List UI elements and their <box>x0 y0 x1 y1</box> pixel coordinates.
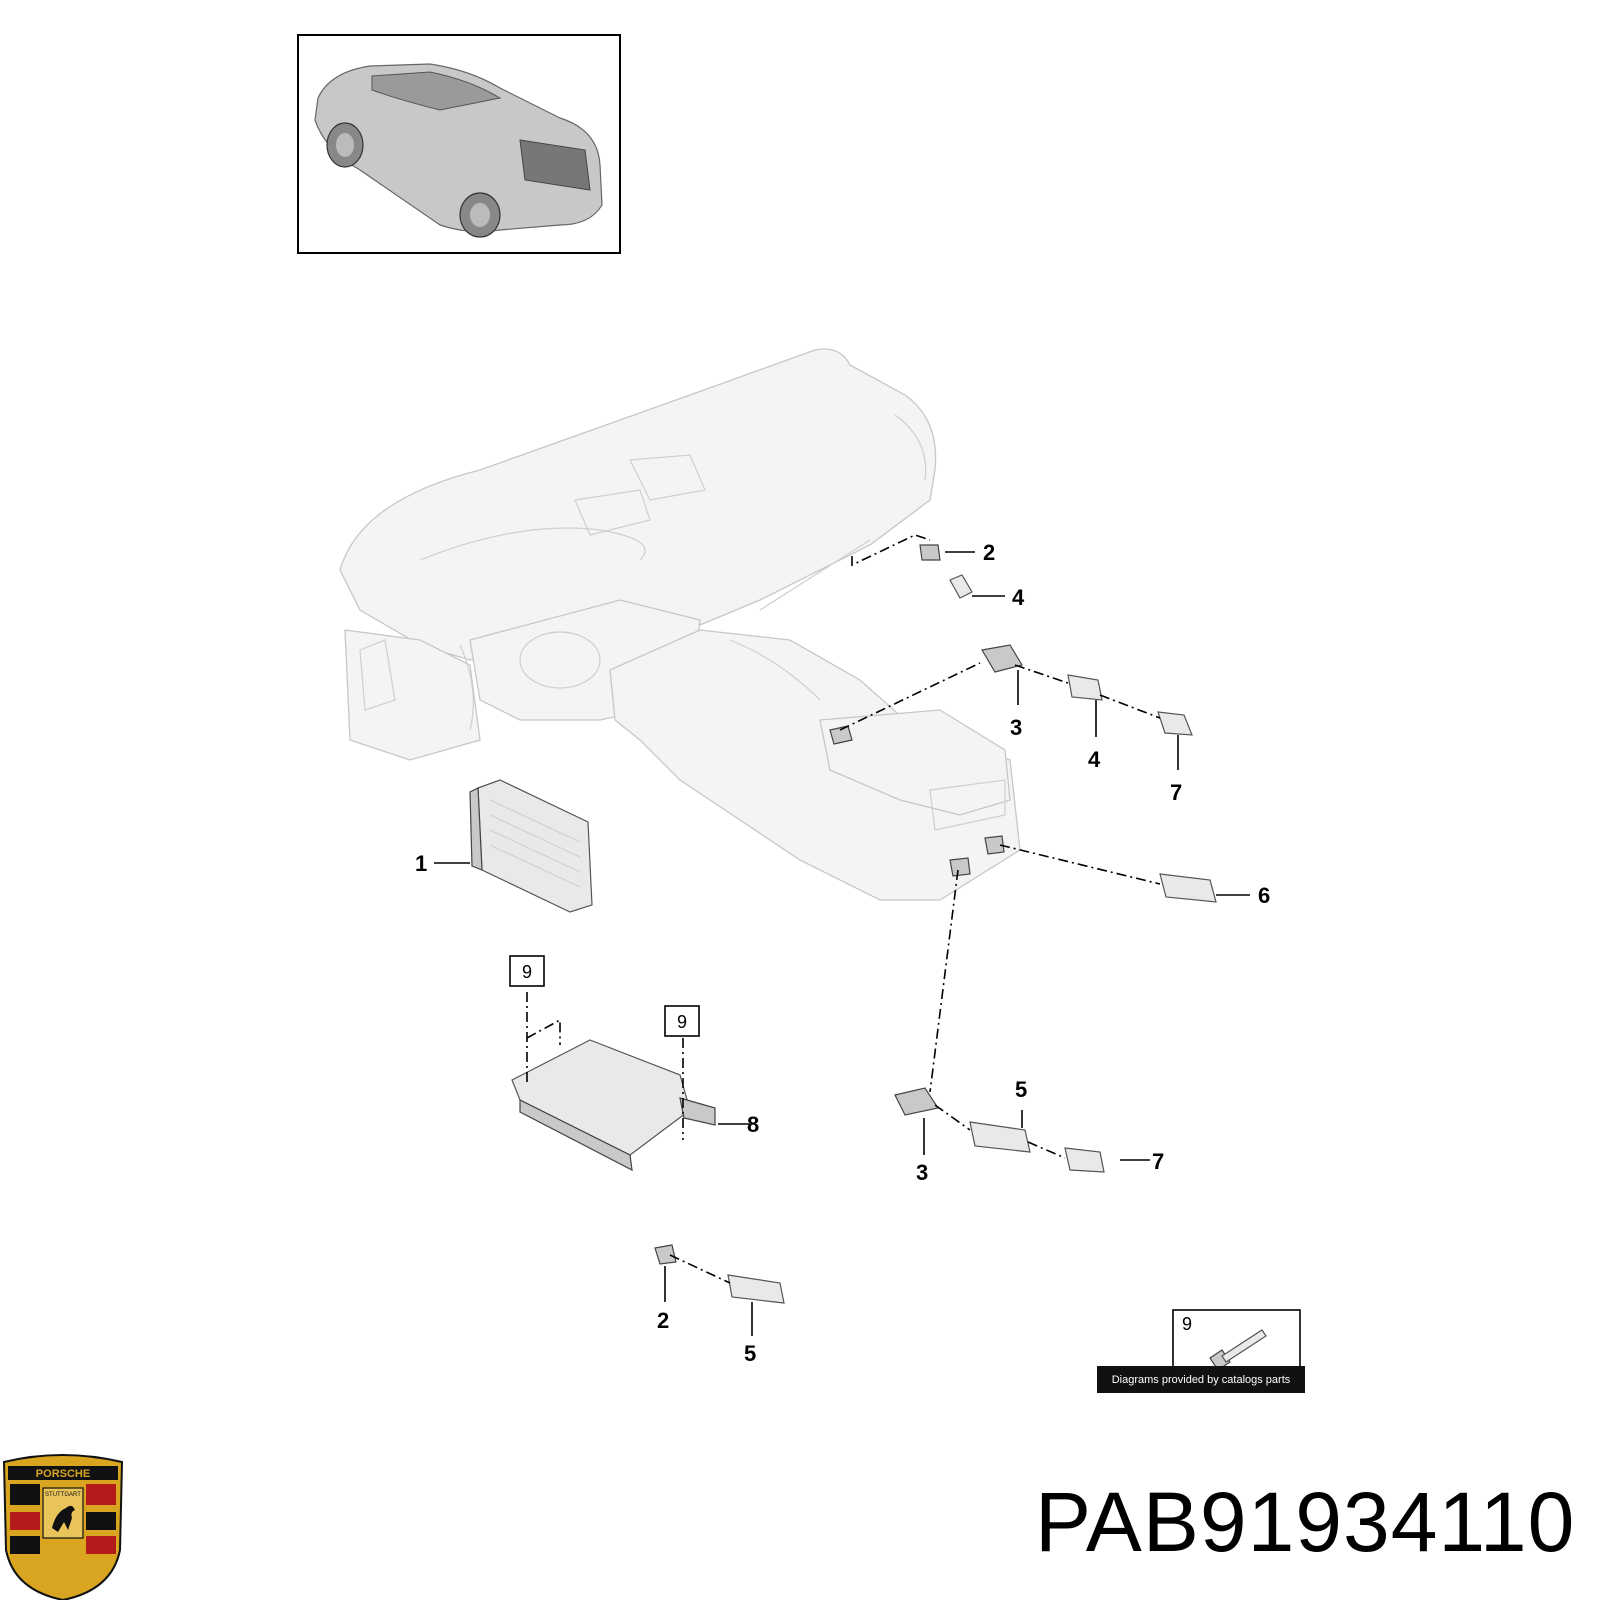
module-part-8 <box>511 1039 716 1172</box>
callout-4-upper: 4 <box>1012 585 1025 610</box>
callout-1: 1 <box>415 851 427 876</box>
part-number: PAB91934110 <box>1035 1475 1576 1569</box>
dashboard-assembly <box>339 348 1021 901</box>
logo-subtext: STUTTGART <box>45 1492 81 1498</box>
connector-part-3-upper <box>981 644 1023 673</box>
bulb-holder-part-4-lower <box>1067 674 1103 701</box>
vehicle-silhouette-icon <box>314 63 603 238</box>
bulb-holder-part-5-middle <box>969 1121 1031 1153</box>
bulb-holder-part-5-lower <box>727 1274 785 1304</box>
bulb-holder-part-6 <box>1159 873 1217 903</box>
callout-6: 6 <box>1258 883 1270 908</box>
connector-part-3-lower <box>894 1087 939 1116</box>
control-module-part-1 <box>469 779 593 913</box>
callout-7-lower: 7 <box>1152 1149 1164 1174</box>
callout-box-9-right: 9 <box>664 1005 700 1037</box>
bulb-part-7-upper <box>1157 711 1193 736</box>
callout-4-lower: 4 <box>1088 747 1101 772</box>
leader-lines <box>434 551 1250 1336</box>
callout-box-9-left: 9 <box>509 955 545 987</box>
callout-3-lower: 3 <box>916 1160 928 1185</box>
porsche-crest-logo: PORSCHE STUTTGART <box>2 1454 124 1600</box>
vehicle-thumbnail <box>297 34 621 254</box>
bulb-holder-part-4-upper <box>949 574 973 599</box>
bulb-part-7-lower <box>1064 1147 1105 1173</box>
connector-part-2-lower <box>654 1244 677 1265</box>
assembly-lines <box>526 534 1161 1284</box>
callout-8: 8 <box>747 1112 759 1137</box>
callout-7-upper: 7 <box>1170 780 1182 805</box>
callout-5-middle: 5 <box>1015 1077 1027 1102</box>
logo-text: PORSCHE <box>36 1468 90 1480</box>
horse-icon <box>52 1505 75 1532</box>
connector-part-2-upper <box>919 544 941 561</box>
connector-socket-centre <box>829 725 1005 877</box>
screw-icon <box>1209 1329 1267 1371</box>
callout-9-right-label: 9 <box>677 1012 687 1032</box>
callout-5-lower: 5 <box>744 1341 756 1366</box>
callout-2-upper: 2 <box>983 540 995 565</box>
callout-2-lower: 2 <box>657 1308 669 1333</box>
callout-9-left-label: 9 <box>522 962 532 982</box>
legend-9-label: 9 <box>1182 1314 1192 1334</box>
callout-3-upper: 3 <box>1010 715 1022 740</box>
credit-banner: Diagrams provided by catalogs parts <box>1097 1366 1305 1393</box>
